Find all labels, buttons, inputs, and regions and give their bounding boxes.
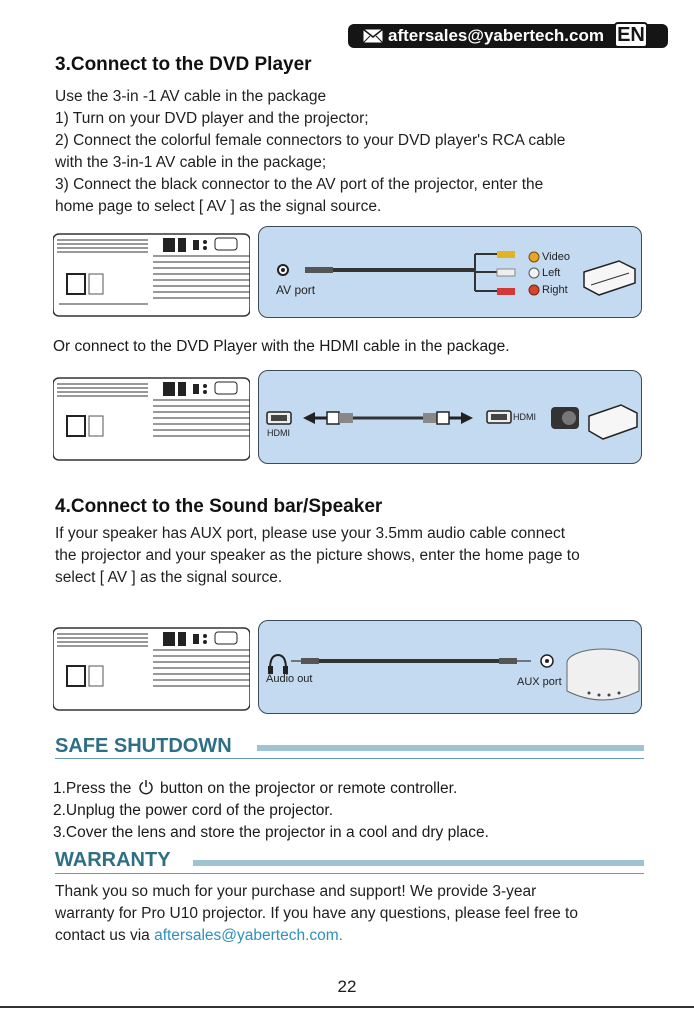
speaker-line: If your speaker has AUX port, please use… — [55, 525, 566, 542]
shutdown-step-text: button on the projector or remote contro… — [160, 780, 458, 797]
audio-out-label: Audio out — [266, 673, 313, 685]
language-badge: EN — [614, 22, 648, 48]
av-port-label: AV port — [276, 283, 316, 297]
warranty-contact-prefix: contact us via — [55, 927, 155, 944]
warranty-text: Thank you so much for your purchase and … — [55, 881, 578, 947]
shutdown-step: 3.Cover the lens and store the projector… — [53, 824, 489, 841]
projector-rear-image — [53, 377, 250, 461]
shutdown-step-text: 1.Press the — [53, 780, 132, 797]
page-number: 22 — [337, 977, 357, 996]
av-connection-diagram: AV port Video Left Right — [258, 226, 642, 318]
hdmi-cable-graphic — [266, 404, 638, 440]
mail-icon — [362, 28, 384, 44]
av-cable-graphic — [277, 251, 636, 296]
safe-shutdown-title-bar — [257, 745, 644, 751]
right-label: Right — [542, 284, 568, 296]
shutdown-step: 1.Press the button on the projector or r… — [53, 778, 489, 800]
warranty-title: WARRANTY — [55, 849, 171, 871]
warranty-rule — [55, 873, 644, 874]
dvd-line: 2) Connect the colorful female connector… — [55, 132, 566, 149]
page-bottom-rule — [0, 1006, 694, 1008]
hdmi-connection-diagram: HDMI HDMI — [258, 370, 642, 464]
hdmi-right-label: HDMI — [513, 412, 536, 422]
dvd-instructions: Use the 3-in -1 AV cable in the package … — [55, 86, 565, 218]
safe-shutdown-steps: 1.Press the button on the projector or r… — [53, 778, 489, 844]
warranty-line: warranty for Pro U10 projector. If you h… — [55, 905, 578, 922]
shutdown-step: 2.Unplug the power cord of the projector… — [53, 802, 334, 819]
speaker-instructions: If your speaker has AUX port, please use… — [55, 523, 580, 589]
video-label: Video — [542, 251, 570, 263]
power-icon — [138, 780, 153, 795]
projector-rear-image — [53, 233, 250, 317]
dvd-line: with the 3-in-1 AV cable in the package; — [55, 154, 327, 171]
dvd-line: Use the 3-in -1 AV cable in the package — [55, 88, 327, 105]
dvd-line: 3) Connect the black connector to the AV… — [55, 176, 544, 193]
audio-cable-graphic — [268, 648, 640, 701]
dvd-line: home page to select [ AV ] as the signal… — [55, 198, 382, 215]
hdmi-left-label: HDMI — [267, 428, 290, 438]
projector-rear-image — [53, 627, 250, 711]
warranty-line: Thank you so much for your purchase and … — [55, 883, 537, 900]
warranty-title-bar — [193, 860, 644, 866]
speaker-line: the projector and your speaker as the pi… — [55, 547, 580, 564]
warranty-email-link[interactable]: aftersales@yabertech.com. — [154, 927, 343, 944]
section-title-speaker: 4.Connect to the Sound bar/Speaker — [55, 496, 383, 517]
speaker-line: select [ AV ] as the signal source. — [55, 569, 283, 586]
safe-shutdown-title: SAFE SHUTDOWN — [55, 735, 232, 757]
safe-shutdown-rule — [55, 758, 644, 759]
aux-port-label: AUX port — [517, 676, 562, 688]
warranty-line: contact us via aftersales@yabertech.com. — [55, 925, 578, 947]
dvd-line: 1) Turn on your DVD player and the proje… — [55, 110, 369, 127]
header-email[interactable]: aftersales@yabertech.com — [388, 26, 604, 45]
section-title-dvd: 3.Connect to the DVD Player — [55, 54, 312, 75]
audio-connection-diagram: Audio out AUX port — [258, 620, 642, 714]
hdmi-intro: Or connect to the DVD Player with the HD… — [53, 338, 510, 355]
left-label: Left — [542, 267, 561, 279]
